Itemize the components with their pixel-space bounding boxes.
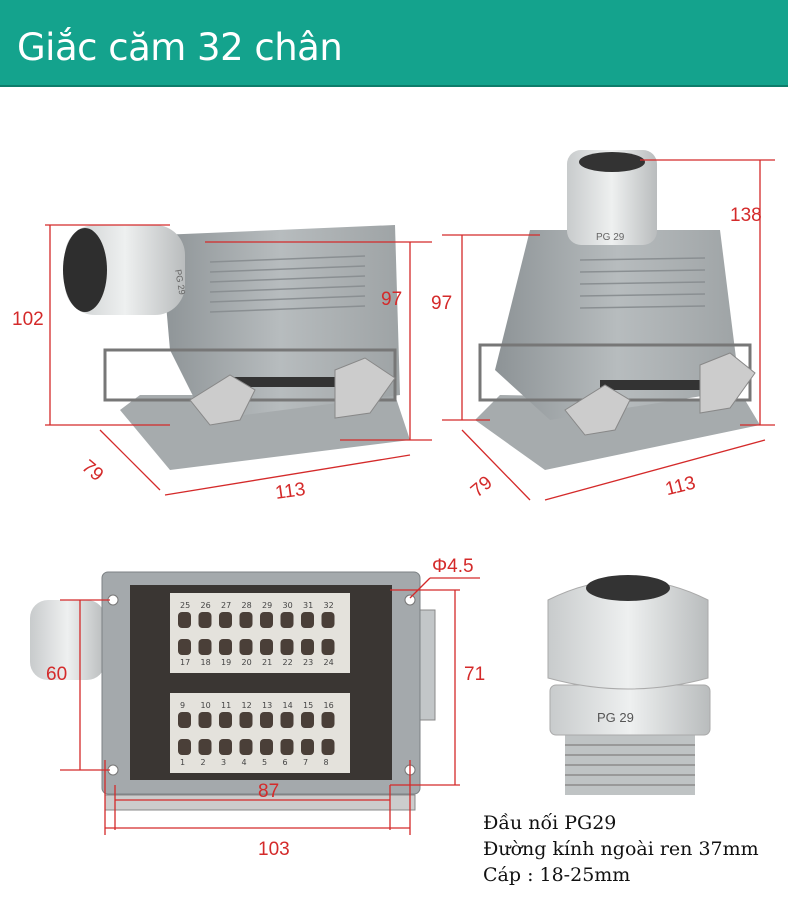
pin-terminal xyxy=(260,712,273,728)
pin-number: 6 xyxy=(283,758,288,767)
pin-number: 20 xyxy=(242,658,252,667)
pin-number: 16 xyxy=(324,701,334,710)
pin-terminal xyxy=(321,639,335,655)
pin-terminal xyxy=(198,612,212,628)
pin-number: 28 xyxy=(242,601,252,610)
pin-terminal xyxy=(280,639,294,655)
pin-terminal xyxy=(280,739,294,755)
pin-number: 26 xyxy=(201,601,211,610)
pin-terminal xyxy=(260,612,273,628)
pin-number: 29 xyxy=(262,601,272,610)
pin-number: 21 xyxy=(262,658,272,667)
gland-label: PG 29 xyxy=(597,710,634,725)
pin-number: 13 xyxy=(262,701,272,710)
pin-terminal xyxy=(198,712,212,728)
pin-number: 4 xyxy=(242,758,247,767)
pin-terminal xyxy=(219,712,232,728)
pin-terminal xyxy=(239,739,253,755)
pin-number: 9 xyxy=(180,701,185,710)
pin-number: 15 xyxy=(303,701,313,710)
pin-number: 18 xyxy=(201,658,211,667)
pin-number: 30 xyxy=(283,601,293,610)
pin-number: 22 xyxy=(283,658,293,667)
dim-side-height: 102 xyxy=(12,309,44,330)
spec-thread-diameter: Đường kính ngoài ren 37mm xyxy=(483,838,759,860)
pin-terminal xyxy=(219,639,232,655)
pin-number: 1 xyxy=(180,758,185,767)
dim-hole-diameter: Φ4.5 xyxy=(432,556,474,577)
pin-terminal xyxy=(178,639,191,655)
gland-label-rear: PG 29 xyxy=(596,232,625,243)
pin-number: 25 xyxy=(180,601,190,610)
spec-connector: Đầu nối PG29 xyxy=(483,812,617,834)
pin-terminal xyxy=(198,739,212,755)
pin-terminal xyxy=(178,612,191,628)
side-view-housing: PG 29 xyxy=(63,225,410,470)
pin-number: 14 xyxy=(283,701,293,710)
dim-side-hood-height: 97 xyxy=(381,289,402,310)
pin-terminal xyxy=(321,739,335,755)
pin-number: 3 xyxy=(221,758,226,767)
dim-rear-length: 113 xyxy=(663,473,697,501)
dim-rear-total-height: 138 xyxy=(730,205,762,226)
dim-side-depth: 79 xyxy=(77,456,107,486)
pin-number: 32 xyxy=(324,601,334,610)
rear-view-housing: PG 29 xyxy=(475,150,760,470)
pin-number: 7 xyxy=(303,758,308,767)
dim-front-inner-width: 87 xyxy=(258,781,279,802)
pin-terminal xyxy=(301,739,314,755)
pin-terminal xyxy=(280,612,294,628)
pin-terminal xyxy=(239,612,253,628)
dim-front-hole-spacing-h: 103 xyxy=(258,839,290,860)
pin-terminal xyxy=(301,612,314,628)
gland-specs: Đầu nối PG29 Đường kính ngoài ren 37mm C… xyxy=(483,810,759,888)
pin-number: 12 xyxy=(242,701,252,710)
pin-terminal xyxy=(178,739,191,755)
pin-number: 31 xyxy=(303,601,313,610)
pin-number: 27 xyxy=(221,601,231,610)
pin-number: 11 xyxy=(221,701,231,710)
pin-terminal xyxy=(239,639,253,655)
pin-number: 17 xyxy=(180,658,190,667)
pin-terminal xyxy=(301,639,314,655)
pin-terminal xyxy=(280,712,294,728)
pin-number: 10 xyxy=(201,701,211,710)
pin-number: 8 xyxy=(324,758,329,767)
pin-number: 23 xyxy=(303,658,313,667)
pin-number: 19 xyxy=(221,658,231,667)
dim-rear-depth: 79 xyxy=(467,472,497,502)
pin-terminal xyxy=(321,712,335,728)
pin-terminal xyxy=(178,712,191,728)
pin-terminal xyxy=(239,712,253,728)
dim-side-length: 113 xyxy=(274,479,307,504)
dim-rear-hood-height: 97 xyxy=(431,293,452,314)
pin-number: 24 xyxy=(324,658,334,667)
dim-front-inner-height: 71 xyxy=(464,664,485,685)
dim-front-hole-spacing-v: 60 xyxy=(46,664,67,685)
pin-terminal xyxy=(321,612,335,628)
pin-terminal xyxy=(260,739,273,755)
pin-terminal xyxy=(219,612,232,628)
title-banner: Giắc căm 32 chân xyxy=(0,0,788,87)
pin-terminal xyxy=(198,639,212,655)
spec-cable-range: Cáp : 18-25mm xyxy=(483,864,631,886)
pin-number: 2 xyxy=(201,758,206,767)
gland-label-side: PG 29 xyxy=(173,269,187,296)
pin-terminal xyxy=(301,712,314,728)
pin-terminal xyxy=(260,639,273,655)
cable-gland-pg29: PG 29 xyxy=(547,575,711,795)
pin-number: 5 xyxy=(262,758,267,767)
pin-terminal xyxy=(219,739,232,755)
page-title: Giắc căm 32 chân xyxy=(17,26,343,69)
